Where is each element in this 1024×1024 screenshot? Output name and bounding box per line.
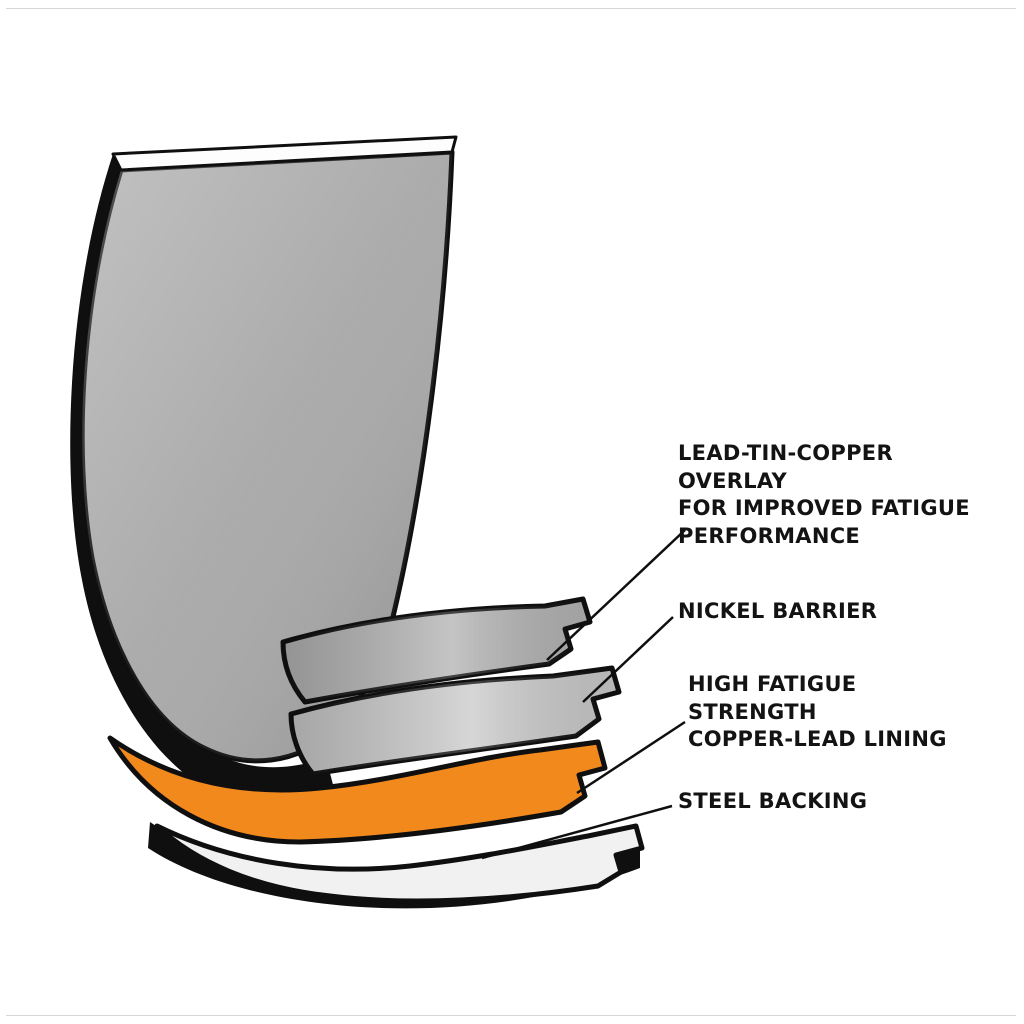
label-lead-tin-copper-overlay: LEAD-TIN-COPPER OVERLAY FOR IMPROVED FAT…	[678, 441, 970, 549]
nickel-barrier-shading	[291, 668, 619, 774]
bearing-shell-shading	[82, 152, 452, 761]
photo-frame-border	[6, 8, 1016, 1016]
label-copper-lead-lining: HIGH FATIGUE STRENGTH COPPER-LEAD LINING	[688, 672, 947, 752]
steel-backing-layer	[154, 823, 645, 904]
leader-line-copper-lead	[576, 720, 686, 795]
label-nickel-barrier: NICKEL BARRIER	[678, 599, 878, 623]
overlay-layer-shading	[283, 599, 590, 702]
copper-lead-lining-layer	[107, 735, 608, 845]
leader-line-nickel	[582, 616, 674, 703]
shell-outer-edge	[70, 154, 336, 806]
shell-top-rim	[111, 135, 458, 172]
leader-line-overlay	[546, 529, 686, 661]
label-steel-backing: STEEL BACKING	[678, 789, 868, 813]
leader-line-steel	[481, 804, 673, 860]
